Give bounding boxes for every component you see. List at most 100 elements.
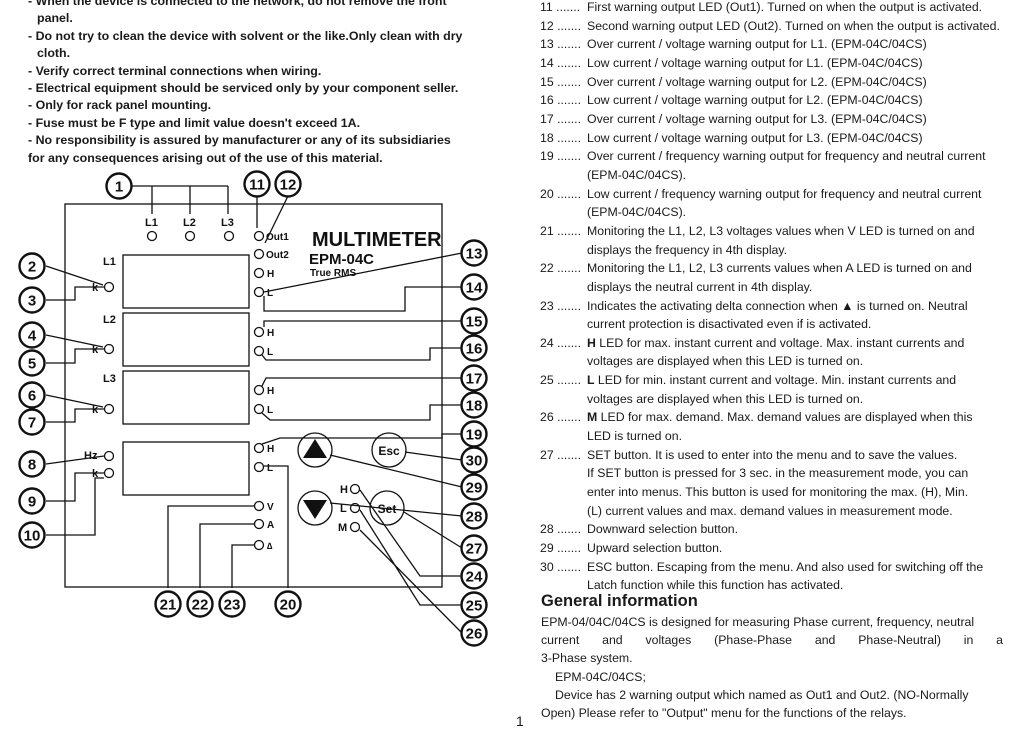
callout-number: 8 bbox=[28, 457, 36, 474]
display-l2 bbox=[122, 312, 250, 367]
list-item: 30 ....... ESC button. Escaping from the … bbox=[540, 558, 1023, 595]
item-number: 24 ....... bbox=[540, 335, 582, 350]
display-label-k: k bbox=[92, 468, 99, 480]
general-info-line: Open) Please refer to "Output" menu for … bbox=[541, 706, 907, 721]
general-info-line: EPM-04C/04CS; bbox=[555, 669, 646, 684]
callout-circle bbox=[18, 521, 46, 549]
list-item: 25 ....... L LED for min. instant current… bbox=[540, 371, 1023, 408]
item-text: First warning output LED (Out1). Turned … bbox=[587, 0, 1023, 17]
item-number: 11 ....... bbox=[540, 0, 581, 14]
item-text: Low current / voltage warning output for… bbox=[587, 54, 1023, 73]
led-label-l: L bbox=[267, 405, 273, 416]
item-text-line: Monitoring the L1, L2, L3 currents value… bbox=[587, 261, 972, 276]
item-number: 30 ....... bbox=[540, 559, 582, 574]
item-text-line: Monitoring the L1, L2, L3 voltages value… bbox=[587, 223, 975, 238]
item-text: SET button. It is used to enter into the… bbox=[587, 446, 1023, 521]
item-text-line: Low current / voltage warning output for… bbox=[587, 55, 923, 70]
led-label-a: A bbox=[267, 520, 274, 531]
item-number: 25 ....... bbox=[540, 373, 582, 388]
display-label-hz: Hz bbox=[84, 450, 98, 462]
phase-label-l3: L3 bbox=[221, 217, 234, 229]
led-label-l: L bbox=[267, 347, 273, 358]
general-info-title: General information bbox=[541, 592, 698, 610]
item-text-line: If SET button is pressed for 3 sec. in t… bbox=[587, 466, 969, 481]
out1-label: Out1 bbox=[266, 232, 289, 243]
callout-number: 19 bbox=[466, 427, 483, 444]
list-item: 16 ....... Low current / voltage warning … bbox=[540, 91, 1023, 110]
item-text: Over current / voltage warning output fo… bbox=[587, 110, 1023, 129]
down-button bbox=[297, 490, 333, 526]
led-label-h: H bbox=[267, 386, 274, 397]
item-number: 23 ....... bbox=[540, 298, 582, 313]
item-text-line: Over current / voltage warning output fo… bbox=[587, 74, 927, 89]
item-text: ESC button. Escaping from the menu. And … bbox=[587, 558, 1023, 595]
list-item: 23 .......Indicates the activating delta… bbox=[540, 297, 1023, 334]
item-text-line: Latch function while this function has a… bbox=[587, 578, 844, 593]
callout-circle bbox=[186, 590, 214, 618]
item-text: H LED for max. instant current and volta… bbox=[587, 334, 1023, 371]
callout-circle bbox=[18, 349, 46, 377]
callout-circle bbox=[243, 170, 271, 198]
callout-number: 22 bbox=[192, 597, 209, 614]
callout-circle bbox=[460, 391, 488, 419]
display-hz bbox=[122, 441, 250, 496]
item-number: 26 ....... bbox=[540, 410, 582, 425]
callout-number: 15 bbox=[466, 314, 483, 331]
list-item: 19 .......Over current / frequency warni… bbox=[540, 147, 1023, 184]
general-info-line: Device has 2 warning output which named … bbox=[555, 687, 969, 702]
display-label-k: k bbox=[92, 282, 99, 294]
item-number: 16 ....... bbox=[540, 93, 582, 108]
item-text-line: current protection is disactivated even … bbox=[587, 317, 872, 332]
callout-number: 10 bbox=[24, 528, 41, 545]
warning-line: - When the device is connected to the ne… bbox=[28, 0, 447, 8]
item-number: 12 ....... bbox=[540, 18, 582, 33]
safety-warnings: - When the device is connected to the ne… bbox=[28, 0, 508, 167]
item-text-line: displays the frequency in 4th display. bbox=[587, 242, 788, 257]
callout-circle bbox=[18, 487, 46, 515]
callout-circle bbox=[460, 591, 488, 619]
item-text: Low current / frequency warning output f… bbox=[587, 185, 1023, 222]
item-number: 29 ....... bbox=[540, 541, 582, 556]
list-item: 12 .......Second warning output LED (Out… bbox=[540, 17, 1023, 36]
page-number: 1 bbox=[516, 713, 524, 729]
item-text-line: (L) current values and max. demand value… bbox=[587, 503, 953, 518]
device-front-panel-diagram: MULTIMETER EPM-04C True RMS L1 L2 L3 Out… bbox=[18, 170, 488, 647]
item-number: 27 ....... bbox=[540, 447, 582, 462]
general-info-line: EPM-04/04C/04CS is designed for measurin… bbox=[541, 615, 975, 629]
item-text-line: voltages are displayed when this LED is … bbox=[587, 391, 864, 406]
led-label-l: L bbox=[267, 288, 273, 299]
item-text: Low current / voltage warning output for… bbox=[587, 129, 1023, 148]
warning-line: - Only for rack panel mounting. bbox=[28, 98, 212, 113]
led-label-h: H bbox=[267, 269, 274, 280]
item-number: 13 ....... bbox=[540, 37, 582, 52]
warning-line: - Electrical equipment should be service… bbox=[28, 81, 459, 96]
item-text: L LED for min. instant current and volta… bbox=[587, 371, 1023, 408]
true-rms-label: True RMS bbox=[310, 268, 356, 279]
callout-circle bbox=[460, 273, 488, 301]
item-number: 22 ....... bbox=[540, 261, 582, 276]
led-label-m: M bbox=[338, 522, 347, 534]
callout-number: 30 bbox=[466, 453, 483, 470]
item-number: 14 ....... bbox=[540, 55, 582, 70]
item-text: Over current / frequency warning output … bbox=[587, 147, 1023, 184]
item-number: 15 ....... bbox=[540, 74, 582, 89]
led-label-h: H bbox=[267, 444, 274, 455]
display-l3 bbox=[122, 370, 250, 425]
list-item: 21 .......Monitoring the L1, L2, L3 volt… bbox=[540, 222, 1023, 259]
callout-circle bbox=[18, 321, 46, 349]
led-label-l: L bbox=[340, 503, 347, 515]
item-text: Low current / voltage warning output for… bbox=[587, 91, 1023, 110]
item-number: 20 ....... bbox=[540, 186, 582, 201]
list-item: 27 ....... SET button. It is used to ente… bbox=[540, 446, 1023, 521]
display-label-l3: L3 bbox=[103, 373, 116, 385]
item-text-line: Low current / frequency warning output f… bbox=[587, 186, 982, 201]
up-button bbox=[297, 432, 333, 468]
callout-number: 7 bbox=[28, 415, 36, 432]
list-item: 13 ....... Over current / voltage warning… bbox=[540, 35, 1023, 54]
list-item: 18 .......Low current / voltage warning … bbox=[540, 129, 1023, 148]
callout-number: 26 bbox=[466, 626, 483, 643]
list-item: 22 ....... Monitoring the L1, L2, L3 curr… bbox=[540, 259, 1023, 296]
item-number: 17 ....... bbox=[540, 111, 582, 126]
item-text-line: Over current / voltage warning output fo… bbox=[587, 37, 927, 52]
general-info-text: EPM-04/04C/04CS is designed for measurin… bbox=[541, 613, 1003, 722]
